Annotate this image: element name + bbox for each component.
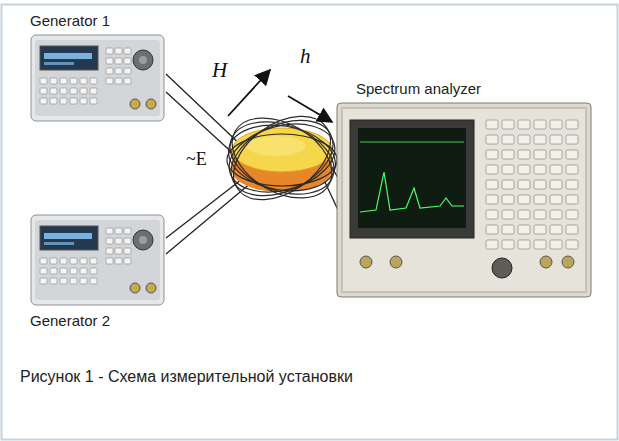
instrument-label: Spectrum analyzer: [356, 80, 481, 98]
instrument: Generator 2: [30, 214, 165, 330]
frame: [2, 5, 618, 440]
generator-device: [30, 214, 165, 306]
instrument: Generator 1: [30, 12, 165, 122]
instrument-label: Generator 2: [30, 312, 110, 330]
symbol-label: ~E: [186, 150, 207, 168]
symbol-label: H: [212, 60, 227, 81]
instrument: Spectrum analyzer: [336, 80, 592, 298]
wires: [166, 74, 338, 254]
instrument-label: Generator 1: [30, 12, 110, 30]
field-arrow: [288, 96, 332, 122]
figure-caption: Рисунок 1 - Схема измерительной установк…: [20, 368, 353, 386]
symbol-label: h: [300, 46, 311, 67]
field-arrow: [228, 70, 270, 116]
analyzer-device: [336, 102, 592, 298]
coil-windings: [218, 99, 346, 217]
generator-device: [30, 34, 165, 122]
